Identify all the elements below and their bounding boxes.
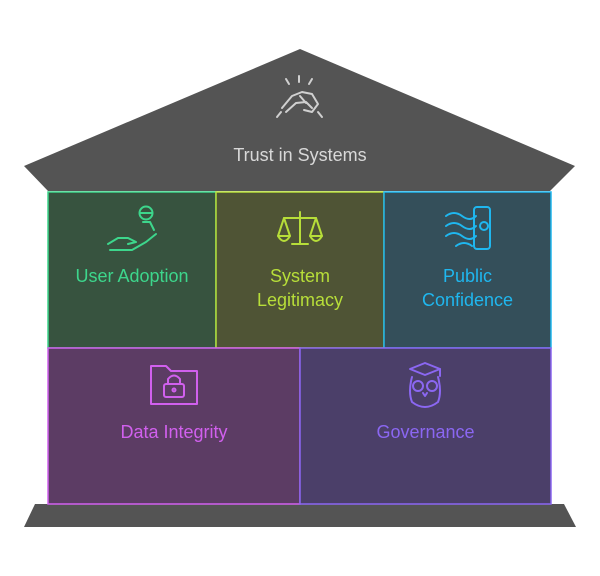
label-user-adoption: User Adoption [75, 266, 189, 286]
panel-data-integrity [47, 347, 301, 505]
scales-icon [277, 211, 323, 245]
handshake-icon [276, 75, 323, 118]
locked-folder-icon [150, 365, 198, 405]
roof-title: Trust in Systems [233, 145, 367, 165]
graduate-owl-icon [409, 362, 441, 408]
label-data-integrity: Data Integrity [120, 422, 228, 442]
label-public-confidence: Public Confidence [421, 266, 514, 310]
label-governance: Governance [376, 422, 475, 442]
hand-wave-icon [445, 206, 491, 250]
hand-holding-user-icon [107, 205, 157, 251]
panel-user-adoption [47, 191, 217, 349]
foundation [24, 504, 576, 527]
roof [24, 49, 575, 191]
label-system-legitimacy: System Legitimacy [256, 266, 344, 310]
